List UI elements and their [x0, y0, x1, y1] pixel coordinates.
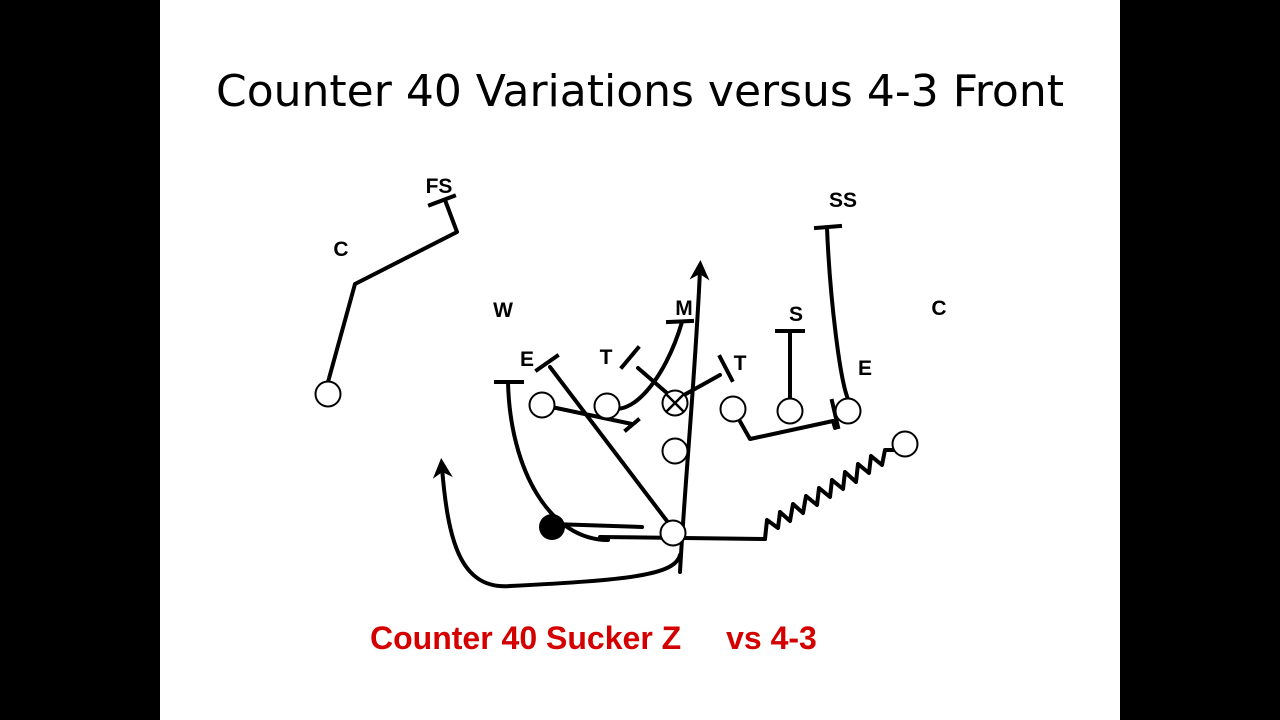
fullback-kickout-bar [534, 353, 560, 373]
center-x-mark [665, 393, 685, 413]
left-guard-block-bar [665, 318, 695, 325]
label-strong-safety: SS [829, 189, 857, 212]
label-tackle-left: T [600, 346, 613, 369]
label-sam-linebacker: S [789, 303, 803, 326]
tight-end-block-bar [813, 223, 843, 231]
fullback-kickout-route [548, 365, 672, 527]
tackle-pull-block-bar [619, 345, 641, 370]
split-end-block-bar [427, 193, 457, 208]
split-end-player [314, 380, 342, 408]
slide-title: Counter 40 Variations versus 4-3 Front [216, 66, 1064, 117]
left-guard-player [593, 392, 621, 420]
ball-carrier-player [539, 514, 565, 540]
tight-end-route [825, 226, 850, 401]
label-will-linebacker: W [493, 299, 513, 322]
label-tackle-right: T [734, 352, 747, 375]
center-block-bar [717, 354, 735, 383]
play-diagram: FS SS C C W M S E T T E [314, 175, 947, 589]
label-end-right: E [858, 357, 872, 380]
right-tackle-player [776, 397, 804, 425]
zigzag-motion [763, 448, 904, 541]
right-guard-block [731, 407, 837, 441]
right-guard-player [719, 395, 747, 423]
label-end-left: E [520, 348, 534, 371]
left-tackle-player [528, 391, 556, 419]
tight-end-player [834, 397, 862, 425]
wingback-player [891, 430, 919, 458]
label-corner-right: C [931, 297, 946, 320]
caption-front-name: vs 4-3 [726, 620, 817, 656]
label-free-safety: FS [426, 175, 453, 198]
label-corner-left: C [333, 238, 348, 261]
play-caption: Counter 40 Sucker Z vs 4-3 [370, 620, 817, 657]
label-mike-linebacker: M [675, 297, 693, 320]
split-end-route [326, 198, 459, 384]
caption-play-name: Counter 40 Sucker Z [370, 620, 682, 656]
tailback-player [659, 519, 687, 547]
left-tackle-block-bar [623, 417, 641, 433]
handoff-line [550, 522, 644, 529]
slide: Counter 40 Variations versus 4-3 Front F… [160, 0, 1120, 720]
will-block-route [506, 380, 610, 542]
reverse-sweep-route [432, 458, 682, 589]
quarterback-player [661, 437, 689, 465]
